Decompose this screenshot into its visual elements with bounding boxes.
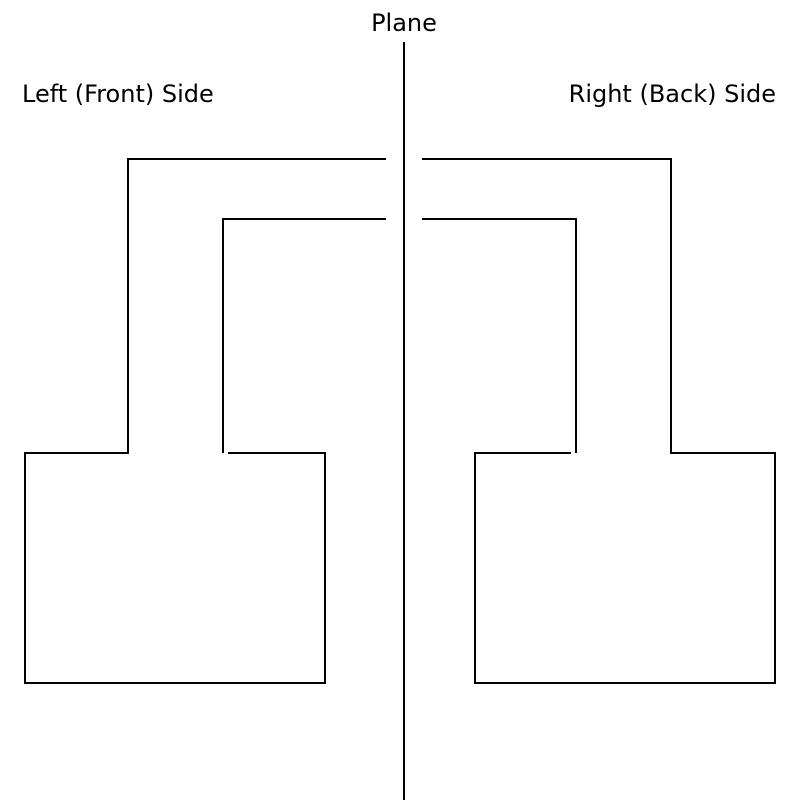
left-side-label: Left (Front) Side	[22, 80, 214, 108]
right-shape-outer-outline	[422, 158, 776, 684]
left-shape-inner-outline	[222, 218, 386, 453]
plane-label: Plane	[371, 9, 437, 37]
left-shape-outer-outline	[24, 158, 386, 684]
right-shape-inner-outline	[422, 218, 577, 453]
right-side-label: Right (Back) Side	[568, 80, 776, 108]
